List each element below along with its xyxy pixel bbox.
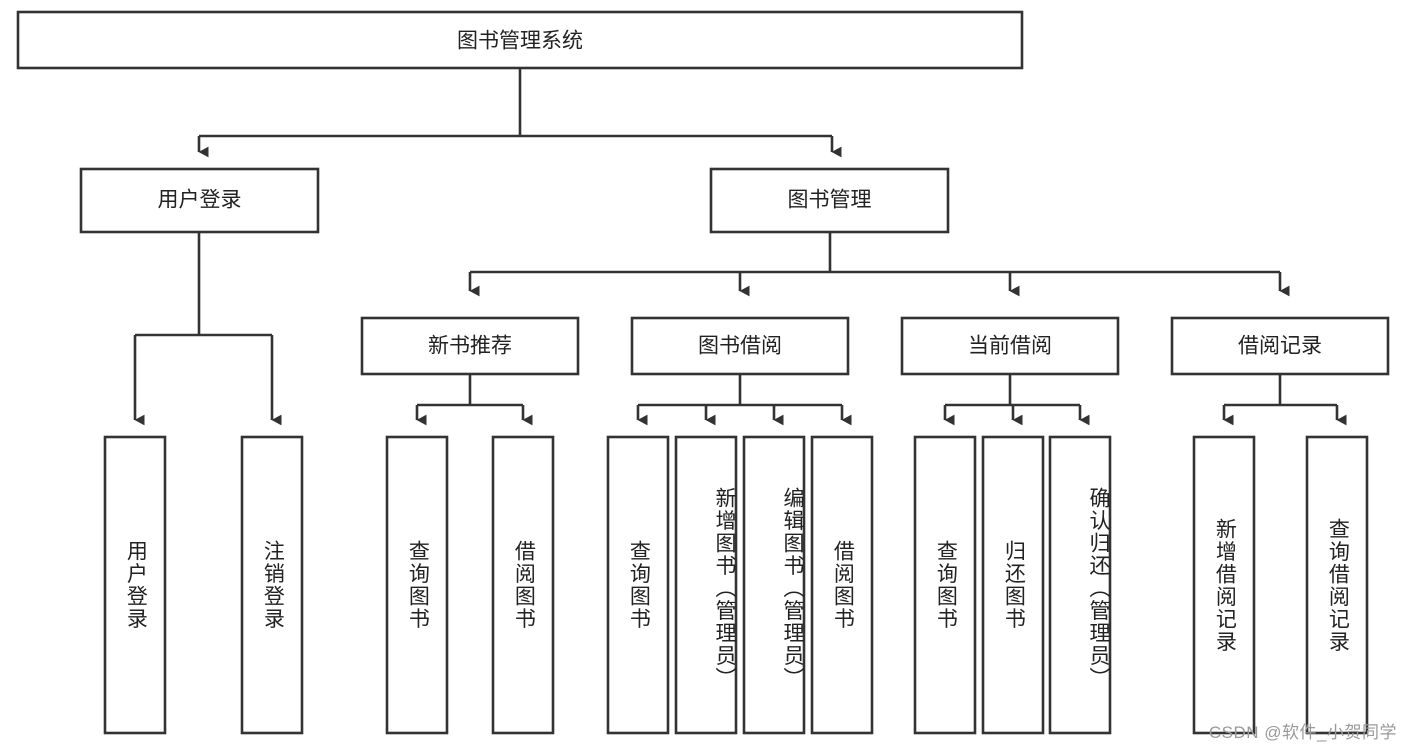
leaf-box-confirm-return[interactable]	[1048, 435, 1112, 735]
leaf-box-logout[interactable]	[240, 435, 304, 735]
node-book-management[interactable]: 图书管理	[709, 167, 950, 234]
node-borrow-record[interactable]: 借阅记录	[1170, 316, 1390, 376]
leaf-box-borrow-book-2[interactable]	[810, 435, 874, 735]
node-root-system-label: 图书管理系统	[457, 30, 583, 53]
leaf-box-return-book[interactable]	[981, 435, 1045, 735]
leaf-box-query-book-2[interactable]	[606, 435, 670, 735]
node-user-login[interactable]: 用户登录	[79, 167, 320, 234]
node-current-borrow[interactable]: 当前借阅	[900, 316, 1120, 376]
leaf-box-query-book-1[interactable]	[385, 435, 449, 735]
connector-currentborrow-to-leaves	[943, 374, 1090, 426]
node-book-borrow-label: 图书借阅	[698, 335, 782, 358]
leaf-box-borrow-book-1[interactable]	[491, 435, 555, 735]
leaf-box-add-record[interactable]	[1192, 435, 1256, 735]
leaf-box-query-record[interactable]	[1305, 435, 1369, 735]
node-user-login-label: 用户登录	[158, 189, 242, 212]
connector-userlogin-to-leaves	[133, 232, 282, 426]
leaf-box-edit-book-admin[interactable]	[742, 435, 806, 735]
connector-borrowrecord-to-leaves	[1222, 374, 1347, 426]
node-book-borrow[interactable]: 图书借阅	[630, 316, 850, 376]
node-book-management-label: 图书管理	[788, 189, 872, 212]
node-borrow-record-label: 借阅记录	[1238, 335, 1322, 358]
connector-newbook-to-leaves	[415, 374, 533, 426]
node-root-system[interactable]: 图书管理系统	[16, 10, 1024, 70]
node-new-book-recommend-label: 新书推荐	[428, 335, 512, 358]
node-current-borrow-label: 当前借阅	[968, 335, 1052, 358]
connector-root-to-level2	[197, 68, 842, 158]
leaf-box-add-book-admin[interactable]	[674, 435, 738, 735]
leaf-box-user-login[interactable]	[103, 435, 167, 735]
connector-bookmgmt-to-level3	[468, 232, 1290, 297]
csdn-watermark: CSDN @软件_小贺同学	[1208, 723, 1397, 742]
connector-bookborrow-to-leaves	[636, 374, 852, 426]
leaf-box-query-book-3[interactable]	[913, 435, 977, 735]
node-new-book-recommend[interactable]: 新书推荐	[360, 316, 580, 376]
